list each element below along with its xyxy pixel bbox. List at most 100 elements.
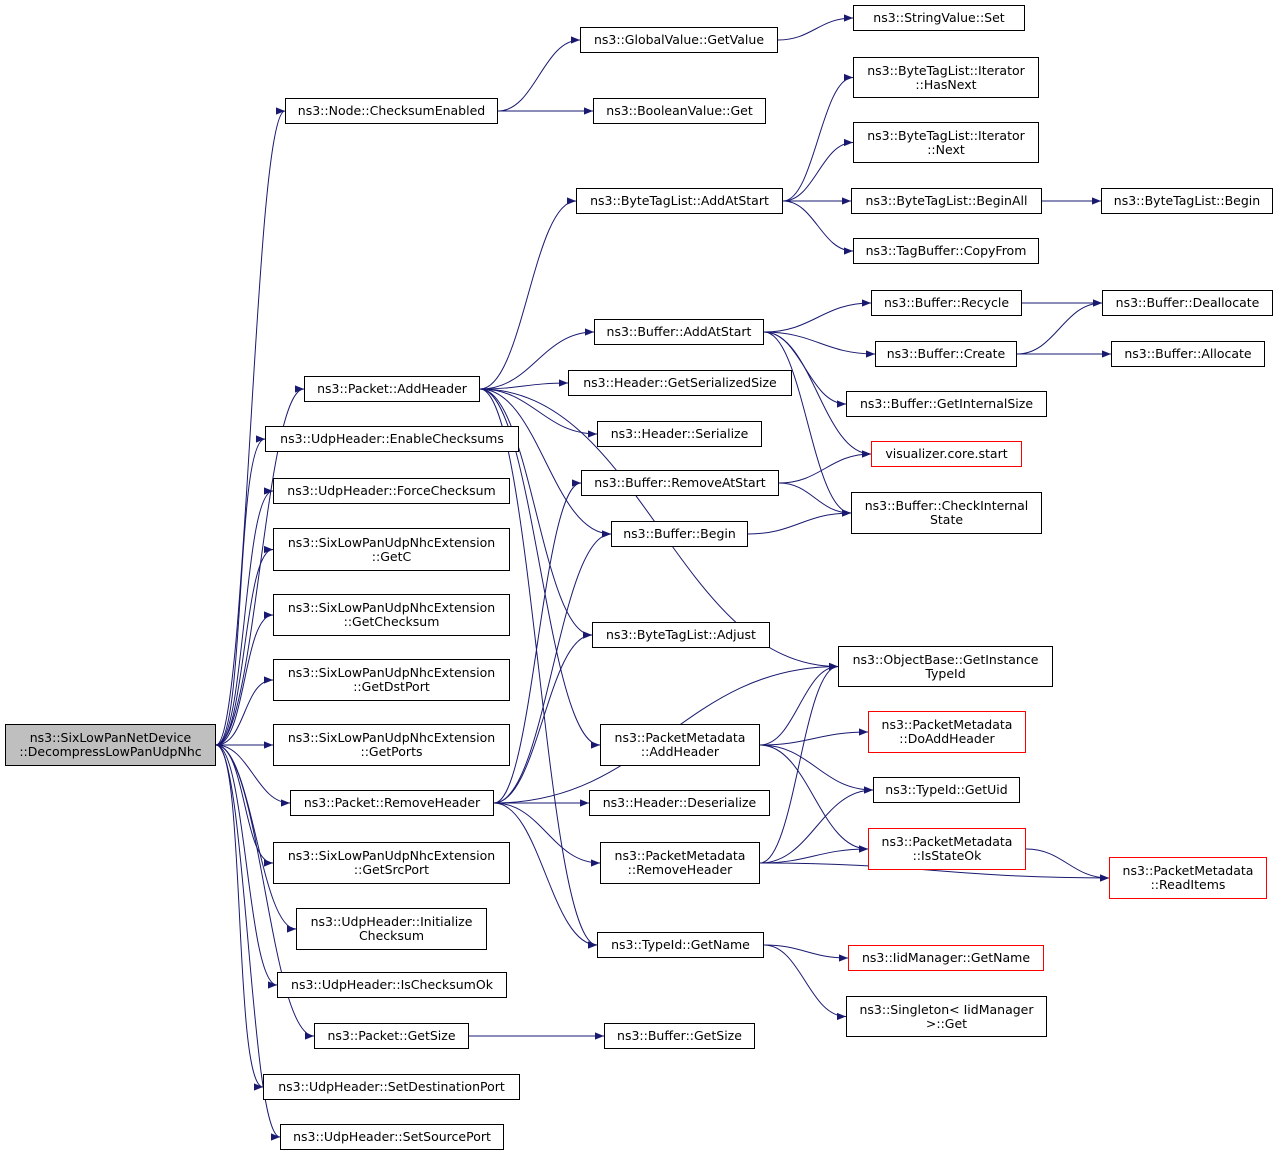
edge-bufRemoveAtStart-to-vizStart	[778, 450, 872, 484]
node-pmReadItems[interactable]: ns3::PacketMetadata ::ReadItems	[1109, 857, 1267, 899]
edge-pmRemoveHeader-to-typeGetUid	[759, 786, 874, 864]
node-hdrSerialize[interactable]: ns3::Header::Serialize	[597, 421, 762, 447]
edge-root-to-checksumEnabled	[215, 107, 286, 746]
node-udpForceChecksum[interactable]: ns3::UdpHeader::ForceChecksum	[273, 478, 510, 504]
edge-pmRemoveHeader-to-objGetInstanceTypeId	[759, 662, 839, 864]
node-bufCreate[interactable]: ns3::Buffer::Create	[875, 341, 1017, 367]
edge-bufAddAtStart-to-vizStart	[763, 331, 872, 458]
node-typeGetName[interactable]: ns3::TypeId::GetName	[597, 932, 764, 958]
edge-globalGetValue-to-stringSet	[777, 14, 854, 41]
node-itHasNext[interactable]: ns3::ByteTagList::Iterator ::HasNext	[853, 57, 1039, 98]
node-globalGetValue[interactable]: ns3::GlobalValue::GetValue	[580, 27, 778, 53]
edge-bufCreate-to-bufDeallocate	[1016, 299, 1103, 355]
edge-checksumEnabled-to-globalGetValue	[497, 36, 581, 112]
node-udpSetDstPort[interactable]: ns3::UdpHeader::SetDestinationPort	[263, 1074, 520, 1100]
node-objGetInstanceTypeId[interactable]: ns3::ObjectBase::GetInstance TypeId	[838, 646, 1053, 687]
edge-pmAddHeader-to-pmDoAddHeader	[759, 728, 869, 746]
edge-pktAddHeader-to-btlAdjust	[479, 388, 593, 639]
node-extGetChecksum[interactable]: ns3::SixLowPanUdpNhcExtension ::GetCheck…	[273, 594, 510, 636]
node-btlAdjust[interactable]: ns3::ByteTagList::Adjust	[592, 622, 770, 648]
edge-root-to-extGetC	[215, 545, 274, 746]
node-bufGetSize[interactable]: ns3::Buffer::GetSize	[604, 1023, 755, 1049]
edge-typeGetName-to-singletonGet	[763, 944, 847, 1021]
edge-btlAddAtStart-to-tagCopyFrom	[782, 200, 854, 255]
edge-root-to-udpSetDstPort	[215, 744, 264, 1091]
edge-pktRemoveHeader-to-bufBegin	[493, 530, 612, 804]
node-tagCopyFrom[interactable]: ns3::TagBuffer::CopyFrom	[853, 238, 1039, 264]
edge-pktRemoveHeader-to-typeGetName	[493, 802, 598, 949]
node-btlAddAtStart[interactable]: ns3::ByteTagList::AddAtStart	[576, 188, 783, 214]
node-extGetDstPort[interactable]: ns3::SixLowPanUdpNhcExtension ::GetDstPo…	[273, 659, 510, 701]
edge-root-to-extGetDstPort	[215, 676, 274, 746]
node-hdrDeserialize[interactable]: ns3::Header::Deserialize	[589, 790, 770, 816]
edge-bufRemoveAtStart-to-bufCheckInternal	[778, 482, 852, 517]
node-btlBeginAll[interactable]: ns3::ByteTagList::BeginAll	[851, 188, 1042, 214]
node-udpSetSrcPort[interactable]: ns3::UdpHeader::SetSourcePort	[280, 1124, 504, 1150]
edge-pmAddHeader-to-objGetInstanceTypeId	[759, 662, 839, 746]
edge-pmRemoveHeader-to-pmReadItems	[759, 862, 1110, 882]
edge-btlAddAtStart-to-itHasNext	[782, 73, 854, 202]
node-bufRecycle[interactable]: ns3::Buffer::Recycle	[871, 290, 1022, 316]
edge-pktRemoveHeader-to-btlAdjust	[493, 631, 593, 804]
node-pktRemoveHeader[interactable]: ns3::Packet::RemoveHeader	[290, 790, 494, 816]
edge-bufAddAtStart-to-bufRecycle	[763, 299, 872, 333]
edge-pktAddHeader-to-typeGetName	[479, 388, 598, 949]
node-vizStart[interactable]: visualizer.core.start	[871, 441, 1022, 467]
node-stringSet[interactable]: ns3::StringValue::Set	[853, 5, 1025, 31]
edge-pmAddHeader-to-pmIsStateOk	[759, 744, 869, 853]
edge-pmIsStateOk-to-pmReadItems	[1025, 848, 1110, 882]
node-pmDoAddHeader[interactable]: ns3::PacketMetadata ::DoAddHeader	[868, 711, 1026, 753]
node-bufBegin[interactable]: ns3::Buffer::Begin	[611, 521, 748, 547]
edge-root-to-udpEnableChecksums	[215, 435, 266, 746]
node-bufCheckInternal[interactable]: ns3::Buffer::CheckInternal State	[851, 492, 1042, 534]
node-extGetC[interactable]: ns3::SixLowPanUdpNhcExtension ::GetC	[273, 528, 510, 571]
node-udpEnableChecksums[interactable]: ns3::UdpHeader::EnableChecksums	[265, 426, 519, 452]
edge-root-to-pktGetSize	[215, 744, 315, 1040]
edge-pktRemoveHeader-to-bufRemoveAtStart	[493, 479, 582, 804]
edge-root-to-udpForceChecksum	[215, 487, 274, 746]
node-btlBegin[interactable]: ns3::ByteTagList::Begin	[1101, 188, 1273, 214]
node-pmIsStateOk[interactable]: ns3::PacketMetadata ::IsStateOk	[868, 828, 1026, 870]
edge-root-to-udpIsChecksumOk	[215, 744, 278, 989]
node-extGetPorts[interactable]: ns3::SixLowPanUdpNhcExtension ::GetPorts	[273, 724, 510, 766]
node-pmRemoveHeader[interactable]: ns3::PacketMetadata ::RemoveHeader	[600, 842, 760, 884]
node-singletonGet[interactable]: ns3::Singleton< IidManager >::Get	[846, 996, 1047, 1037]
edge-root-to-pktRemoveHeader	[215, 744, 291, 807]
edge-pktAddHeader-to-pmAddHeader	[479, 388, 601, 749]
edge-pktAddHeader-to-bufAddAtStart	[479, 328, 595, 390]
edge-pktRemoveHeader-to-pmRemoveHeader	[493, 802, 601, 867]
node-checksumEnabled[interactable]: ns3::Node::ChecksumEnabled	[285, 98, 498, 124]
edge-root-to-extGetChecksum	[215, 611, 274, 746]
edge-pktAddHeader-to-btlAddAtStart	[479, 197, 577, 390]
node-udpIsChecksumOk[interactable]: ns3::UdpHeader::IsChecksumOk	[277, 972, 507, 998]
node-pktAddHeader[interactable]: ns3::Packet::AddHeader	[304, 376, 480, 402]
node-bufAddAtStart[interactable]: ns3::Buffer::AddAtStart	[594, 319, 764, 345]
edge-bufAddAtStart-to-bufCheckInternal	[763, 331, 852, 517]
edge-bufAddAtStart-to-bufCreate	[763, 331, 876, 358]
node-bufAllocate[interactable]: ns3::Buffer::Allocate	[1111, 341, 1265, 367]
edge-typeGetName-to-iidGetName	[763, 944, 849, 962]
node-root[interactable]: ns3::SixLowPanNetDevice ::DecompressLowP…	[5, 724, 216, 766]
node-itNext[interactable]: ns3::ByteTagList::Iterator ::Next	[853, 122, 1039, 163]
edge-pmAddHeader-to-typeGetUid	[759, 744, 874, 794]
node-pmAddHeader[interactable]: ns3::PacketMetadata ::AddHeader	[600, 724, 760, 766]
node-iidGetName[interactable]: ns3::IidManager::GetName	[848, 945, 1044, 971]
edge-bufBegin-to-bufCheckInternal	[747, 509, 852, 535]
edge-root-to-udpSetSrcPort	[215, 744, 281, 1141]
node-bufRemoveAtStart[interactable]: ns3::Buffer::RemoveAtStart	[581, 470, 779, 496]
node-bufDeallocate[interactable]: ns3::Buffer::Deallocate	[1102, 290, 1273, 316]
node-bufGetInternalSize[interactable]: ns3::Buffer::GetInternalSize	[846, 391, 1047, 417]
node-booleanGet[interactable]: ns3::BooleanValue::Get	[593, 98, 766, 124]
edge-btlAddAtStart-to-itNext	[782, 138, 854, 202]
node-typeGetUid[interactable]: ns3::TypeId::GetUid	[873, 777, 1020, 803]
edge-pktAddHeader-to-hdrGetSerSize	[479, 379, 569, 390]
node-hdrGetSerSize[interactable]: ns3::Header::GetSerializedSize	[568, 370, 792, 396]
edge-pmRemoveHeader-to-pmIsStateOk	[759, 845, 869, 864]
node-extGetSrcPort[interactable]: ns3::SixLowPanUdpNhcExtension ::GetSrcPo…	[273, 842, 510, 884]
node-udpInitChecksum[interactable]: ns3::UdpHeader::Initialize Checksum	[296, 908, 487, 950]
node-pktGetSize[interactable]: ns3::Packet::GetSize	[314, 1023, 469, 1049]
edge-pktAddHeader-to-bufBegin	[479, 388, 612, 538]
edge-root-to-pktAddHeader	[215, 385, 305, 746]
